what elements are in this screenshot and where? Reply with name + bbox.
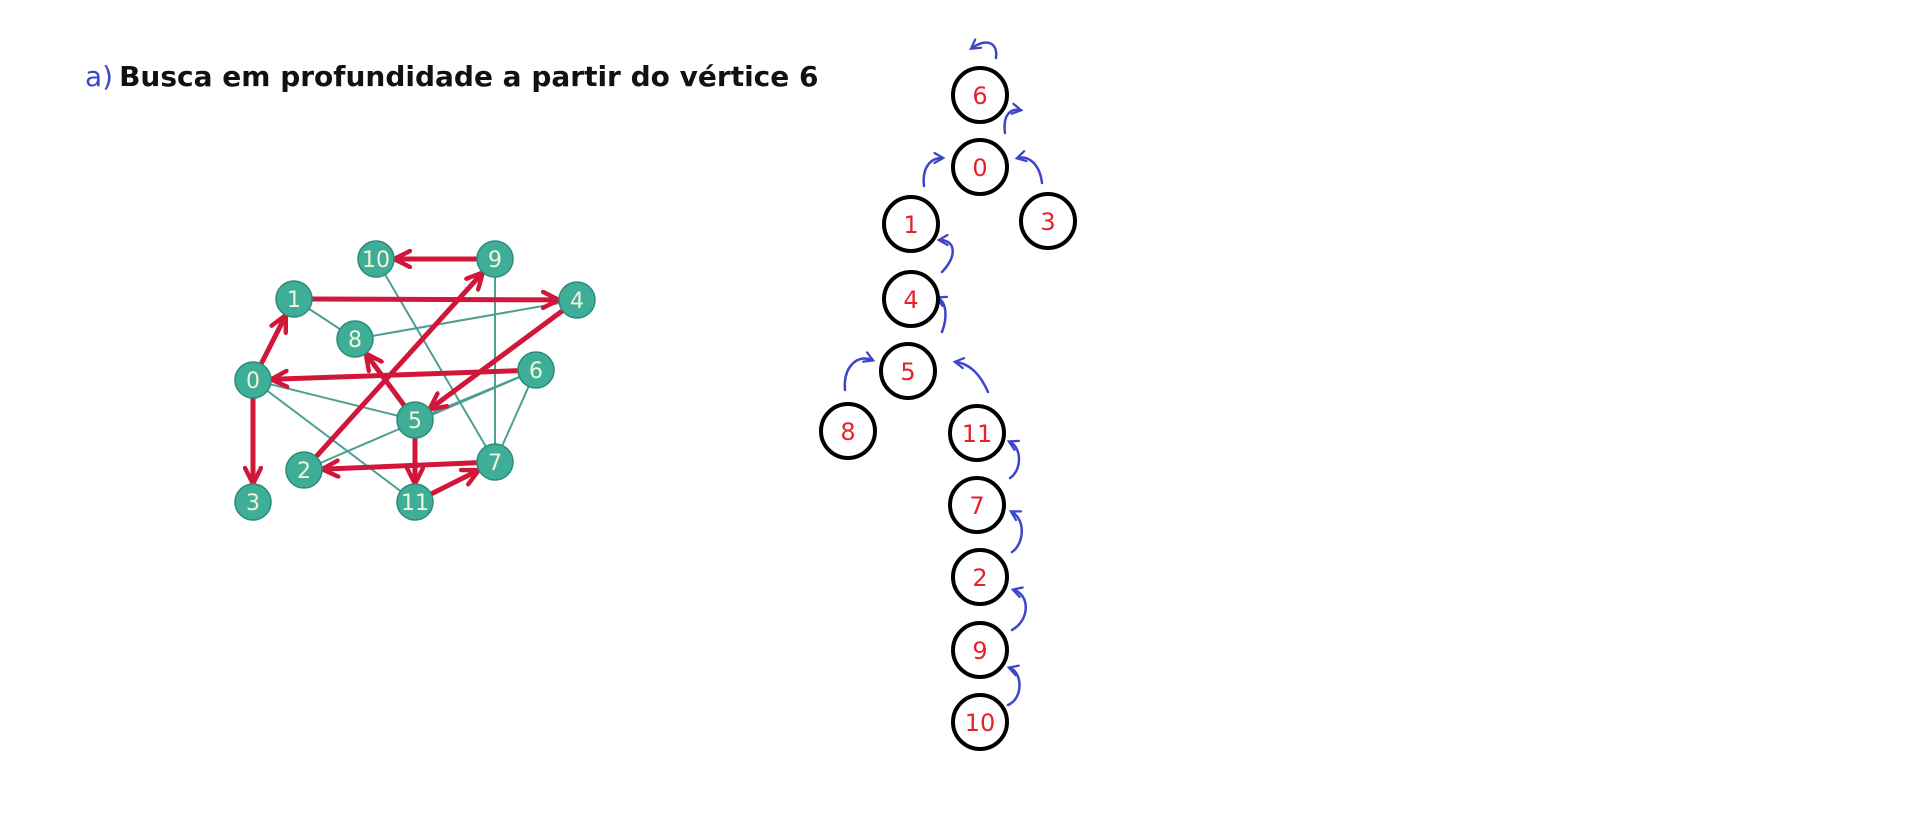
tree-node-label: 6 <box>972 82 987 110</box>
graph-node-label: 11 <box>401 491 429 516</box>
graph-node-8: 8 <box>336 320 374 358</box>
graph-node-10: 10 <box>357 240 395 278</box>
title-text: Busca em profundidade a partir do vértic… <box>119 60 819 93</box>
graph-node-label: 9 <box>488 248 502 273</box>
tree-arrows <box>843 38 1044 707</box>
graph-node-label: 1 <box>287 288 301 313</box>
tree-node-11: 11 <box>948 404 1006 462</box>
tree-node-2: 2 <box>951 548 1009 606</box>
graph-edge-0-11 <box>252 379 416 503</box>
tree-node-label: 8 <box>840 418 855 446</box>
graph-node-0: 0 <box>234 361 272 399</box>
graph-node-label: 3 <box>246 491 260 516</box>
tree-node-label: 5 <box>900 358 915 386</box>
graph-node-label: 8 <box>348 328 362 353</box>
tree-arrow-11-5 <box>952 356 990 394</box>
tree-arrow-2-7 <box>1008 510 1023 554</box>
tree-arrow-9-2 <box>1010 586 1027 632</box>
page-title: a)Busca em profundidade a partir do vért… <box>85 60 819 93</box>
tree-node-label: 0 <box>972 154 987 182</box>
tree-node-10: 10 <box>951 693 1009 751</box>
dfs-arrows <box>253 259 567 498</box>
tree-node-7: 7 <box>948 476 1006 534</box>
graph-node-label: 10 <box>362 248 390 273</box>
tree-arrow-3-0 <box>1014 150 1044 185</box>
dfs-arrow-2-9 <box>312 274 482 461</box>
graph-node-label: 5 <box>408 409 422 434</box>
dfs-arrow-4-5 <box>431 307 567 409</box>
graph-node-2: 2 <box>285 451 323 489</box>
graph-nodes: 10 9 1 4 8 0 6 5 2 7 3 11 <box>234 240 596 521</box>
tree-arrow-1-0 <box>922 151 946 188</box>
graph-node-5: 5 <box>396 401 434 439</box>
tree-node-label: 7 <box>969 492 984 520</box>
graph-edge-10-7 <box>375 258 496 463</box>
graph-node-label: 7 <box>488 451 502 476</box>
tree-arrow-8-5 <box>843 351 876 392</box>
dfs-arrow-1-4 <box>307 299 557 300</box>
graph-edge-8-4 <box>354 299 578 340</box>
tree-node-label: 11 <box>962 420 993 448</box>
graph-node-6: 6 <box>517 351 555 389</box>
graph-node-1: 1 <box>275 280 313 318</box>
tree-node-3: 3 <box>1019 192 1077 250</box>
tree-node-1: 1 <box>882 195 940 253</box>
graph-node-11: 11 <box>396 483 434 521</box>
tree-node-9: 9 <box>951 621 1009 679</box>
tree-arrow-6-self <box>969 38 998 60</box>
tree-node-label: 2 <box>972 564 987 592</box>
tree-node-5: 5 <box>879 342 937 400</box>
tree-node-label: 3 <box>1040 208 1055 236</box>
tree-arrow-10-9 <box>1006 664 1021 707</box>
graph-node-label: 6 <box>529 359 543 384</box>
tree-node-6: 6 <box>951 66 1009 124</box>
tree-node-label: 4 <box>903 286 918 314</box>
graph-node-3: 3 <box>234 483 272 521</box>
tree-node-label: 9 <box>972 637 987 665</box>
tree-node-label: 1 <box>903 211 918 239</box>
tree-arrow-4-1 <box>936 233 954 274</box>
graph-node-7: 7 <box>476 443 514 481</box>
graph-node-4: 4 <box>558 281 596 319</box>
tree-arrow-7-11 <box>1006 439 1021 480</box>
tree-arrow-0-6 <box>1003 102 1024 135</box>
graph-node-label: 2 <box>297 459 311 484</box>
dfs-tree: 6 0 1 3 4 5 8 11 7 2 9 10 <box>819 66 1077 751</box>
graph-node-label: 0 <box>246 369 260 394</box>
item-label: a) <box>85 60 114 93</box>
graph-node-9: 9 <box>476 240 514 278</box>
tree-node-8: 8 <box>819 402 877 460</box>
dfs-arrow-11-7 <box>426 471 477 498</box>
dfs-arrow-7-2 <box>324 463 482 469</box>
graph-node-label: 4 <box>570 289 584 314</box>
dfs-arrow-0-1 <box>257 317 285 369</box>
tree-node-0: 0 <box>951 138 1009 196</box>
tree-node-4: 4 <box>882 270 940 328</box>
tree-node-label: 10 <box>965 709 996 737</box>
